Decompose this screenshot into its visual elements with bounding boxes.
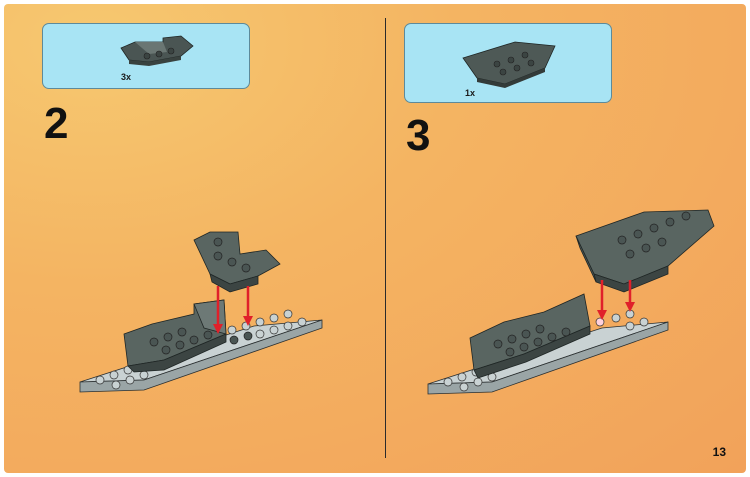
- step-2-parts-quantity: 3x: [121, 72, 132, 82]
- wedge-plate-icon: [462, 41, 556, 88]
- step-3-illustration: [427, 209, 715, 395]
- step-divider: [385, 18, 386, 458]
- dark-grey-bricks-assembly-3: [469, 293, 591, 379]
- step-3-parts-box: 1x: [404, 23, 612, 103]
- step-2-illustration: [79, 231, 323, 393]
- step-3-number: 3: [406, 111, 431, 160]
- inverted-slope-brick: [193, 231, 281, 293]
- inverted-slope-brick-icon: [120, 35, 194, 66]
- placement-arrows: [213, 286, 253, 334]
- placement-arrows-3: [597, 280, 635, 320]
- step-2-number: 2: [44, 99, 69, 148]
- step-3-parts-quantity: 1x: [465, 88, 476, 98]
- step-2-parts-box: 3x: [42, 23, 250, 89]
- instruction-page: 3x 1x 2 3: [4, 4, 746, 473]
- wedge-plate: [575, 209, 715, 293]
- page-number: 13: [712, 445, 726, 459]
